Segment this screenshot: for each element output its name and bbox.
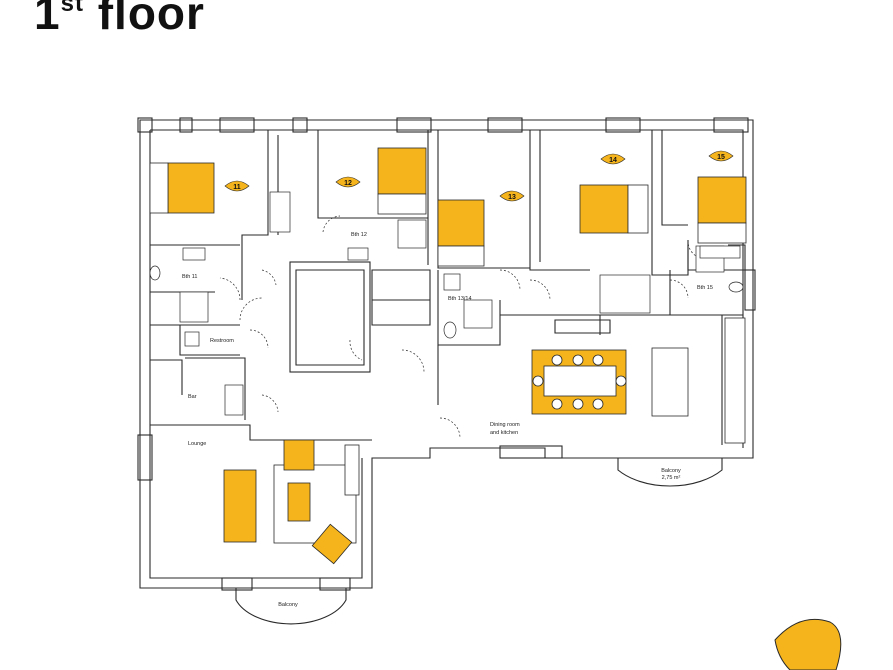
label-lounge: Lounge: [188, 441, 206, 447]
label-bth1314: Bth 13/14: [448, 296, 472, 302]
room-13-label: 13: [508, 194, 516, 201]
beds: [149, 147, 747, 267]
bed-15: [697, 176, 747, 224]
room-15-label: 15: [717, 154, 725, 161]
badge-13: 13: [499, 190, 525, 202]
fixtures: [149, 191, 744, 416]
bed-13: [437, 199, 485, 247]
label-restroom: Restroom: [210, 338, 234, 344]
label-bar: Bar: [188, 394, 197, 400]
armchair-top: [283, 439, 315, 471]
room-12-label: 12: [344, 180, 352, 187]
sofa: [223, 469, 257, 543]
lounge-furniture: [223, 439, 360, 565]
room-labels: Bth 11 Bth 12 Bth 13/14 Bth 15 Restroom …: [182, 232, 713, 608]
room-badges: 11 12 13 14 15: [224, 150, 734, 202]
label-balcony-bottom: Balcony: [278, 602, 298, 608]
kitchen-counter: [724, 317, 746, 444]
bed-14: [579, 184, 629, 234]
title-number: 1: [34, 0, 61, 39]
coffee-table: [287, 482, 311, 522]
door-swings: [219, 215, 701, 439]
page-title: 1st floor: [34, 0, 205, 40]
bed-11: [167, 162, 215, 214]
balcony-top: [617, 458, 723, 487]
bed-12: [377, 147, 427, 195]
label-dining-1: Dining room: [490, 422, 520, 428]
label-dining-2: and kitchen: [490, 430, 518, 436]
room-11-label: 11: [233, 184, 241, 191]
badge-11: 11: [224, 180, 250, 192]
label-bth12: Bth 12: [351, 232, 367, 238]
badge-12: 12: [335, 176, 361, 188]
balcony-bottom: [235, 588, 347, 625]
room-14-label: 14: [609, 157, 617, 164]
label-balcony-top: Balcony: [661, 468, 681, 474]
badge-15: 15: [708, 150, 734, 162]
label-bth15: Bth 15: [697, 285, 713, 291]
dining-table: [543, 365, 617, 397]
title-word: floor: [97, 0, 205, 39]
label-balcony-area: 2,75 m²: [662, 475, 681, 481]
armchair-bottom: [311, 523, 353, 565]
kitchen-island: [651, 347, 689, 417]
badge-14: 14: [600, 153, 626, 165]
label-bth11: Bth 11: [182, 274, 198, 280]
title-suffix: st: [60, 0, 84, 17]
leaf-logo-icon: [774, 618, 842, 670]
dining-furniture: [531, 317, 746, 444]
